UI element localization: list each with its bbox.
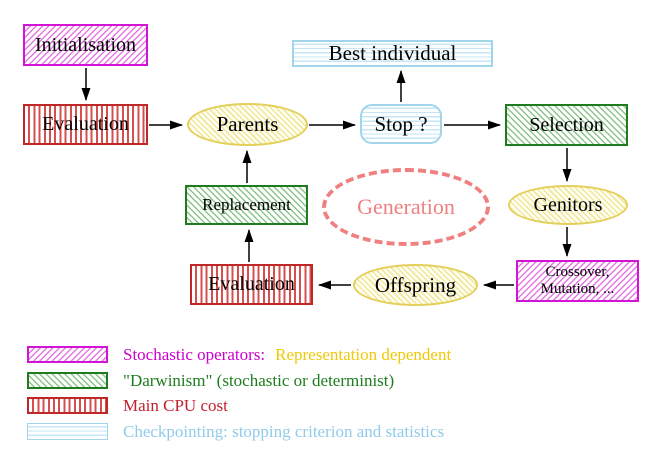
legend-swatch-checkpointing xyxy=(27,423,108,440)
node-offspring-label: Offspring xyxy=(374,272,457,297)
node-replacement: Replacement xyxy=(185,185,308,225)
node-crossover-label-line1: Crossover, xyxy=(545,264,610,280)
node-selection-label: Selection xyxy=(529,113,604,136)
node-initialisation-label: Initialisation xyxy=(34,33,137,56)
node-crossover-label-line2: Mutation, ... xyxy=(540,281,615,297)
legend-label-main-cpu-cost: Main CPU cost xyxy=(123,396,228,415)
node-genitors-label: Genitors xyxy=(533,193,603,216)
node-evaluation-top-label: Evaluation xyxy=(42,113,129,135)
node-offspring: Offspring xyxy=(353,264,478,306)
node-stop: Stop ? xyxy=(360,104,442,144)
node-parents-label: Parents xyxy=(216,112,279,136)
legend-text-darwinism: "Darwinism" (stochastic or determinist) xyxy=(123,372,394,390)
node-best-individual: Best individual xyxy=(292,40,493,67)
node-genitors: Genitors xyxy=(508,185,628,225)
legend-text-stochastic-operators: Stochastic operators: Representation depe… xyxy=(123,346,451,364)
node-crossover-mutation: Crossover, Mutation, ... xyxy=(516,260,639,302)
node-stop-label: Stop ? xyxy=(374,111,428,136)
node-best-individual-label: Best individual xyxy=(328,41,457,65)
node-evaluation-bottom: Evaluation xyxy=(190,264,313,305)
legend-label-checkpointing: Checkpointing: stopping criterion and st… xyxy=(123,422,445,441)
legend-text-checkpointing: Checkpointing: stopping criterion and st… xyxy=(123,423,444,441)
legend-note-representation-dependent: Representation dependent xyxy=(275,345,452,364)
node-initialisation: Initialisation xyxy=(23,24,148,66)
node-generation: Generation xyxy=(322,168,490,246)
node-evaluation-bottom-label: Evaluation xyxy=(208,273,295,295)
node-evaluation-top: Evaluation xyxy=(23,104,148,145)
node-generation-label: Generation xyxy=(357,194,455,219)
node-replacement-label: Replacement xyxy=(202,195,291,214)
node-selection: Selection xyxy=(505,104,628,146)
legend-swatch-darwinism xyxy=(27,372,108,389)
legend-text-main-cpu-cost: Main CPU cost xyxy=(123,397,228,415)
legend-label-stochastic-operators: Stochastic operators: xyxy=(123,345,266,364)
legend-label-darwinism: "Darwinism" (stochastic or determinist) xyxy=(123,371,395,390)
legend-swatch-main-cpu-cost xyxy=(27,397,108,414)
node-parents: Parents xyxy=(187,103,308,146)
legend-swatch-stochastic-operators xyxy=(27,346,108,363)
